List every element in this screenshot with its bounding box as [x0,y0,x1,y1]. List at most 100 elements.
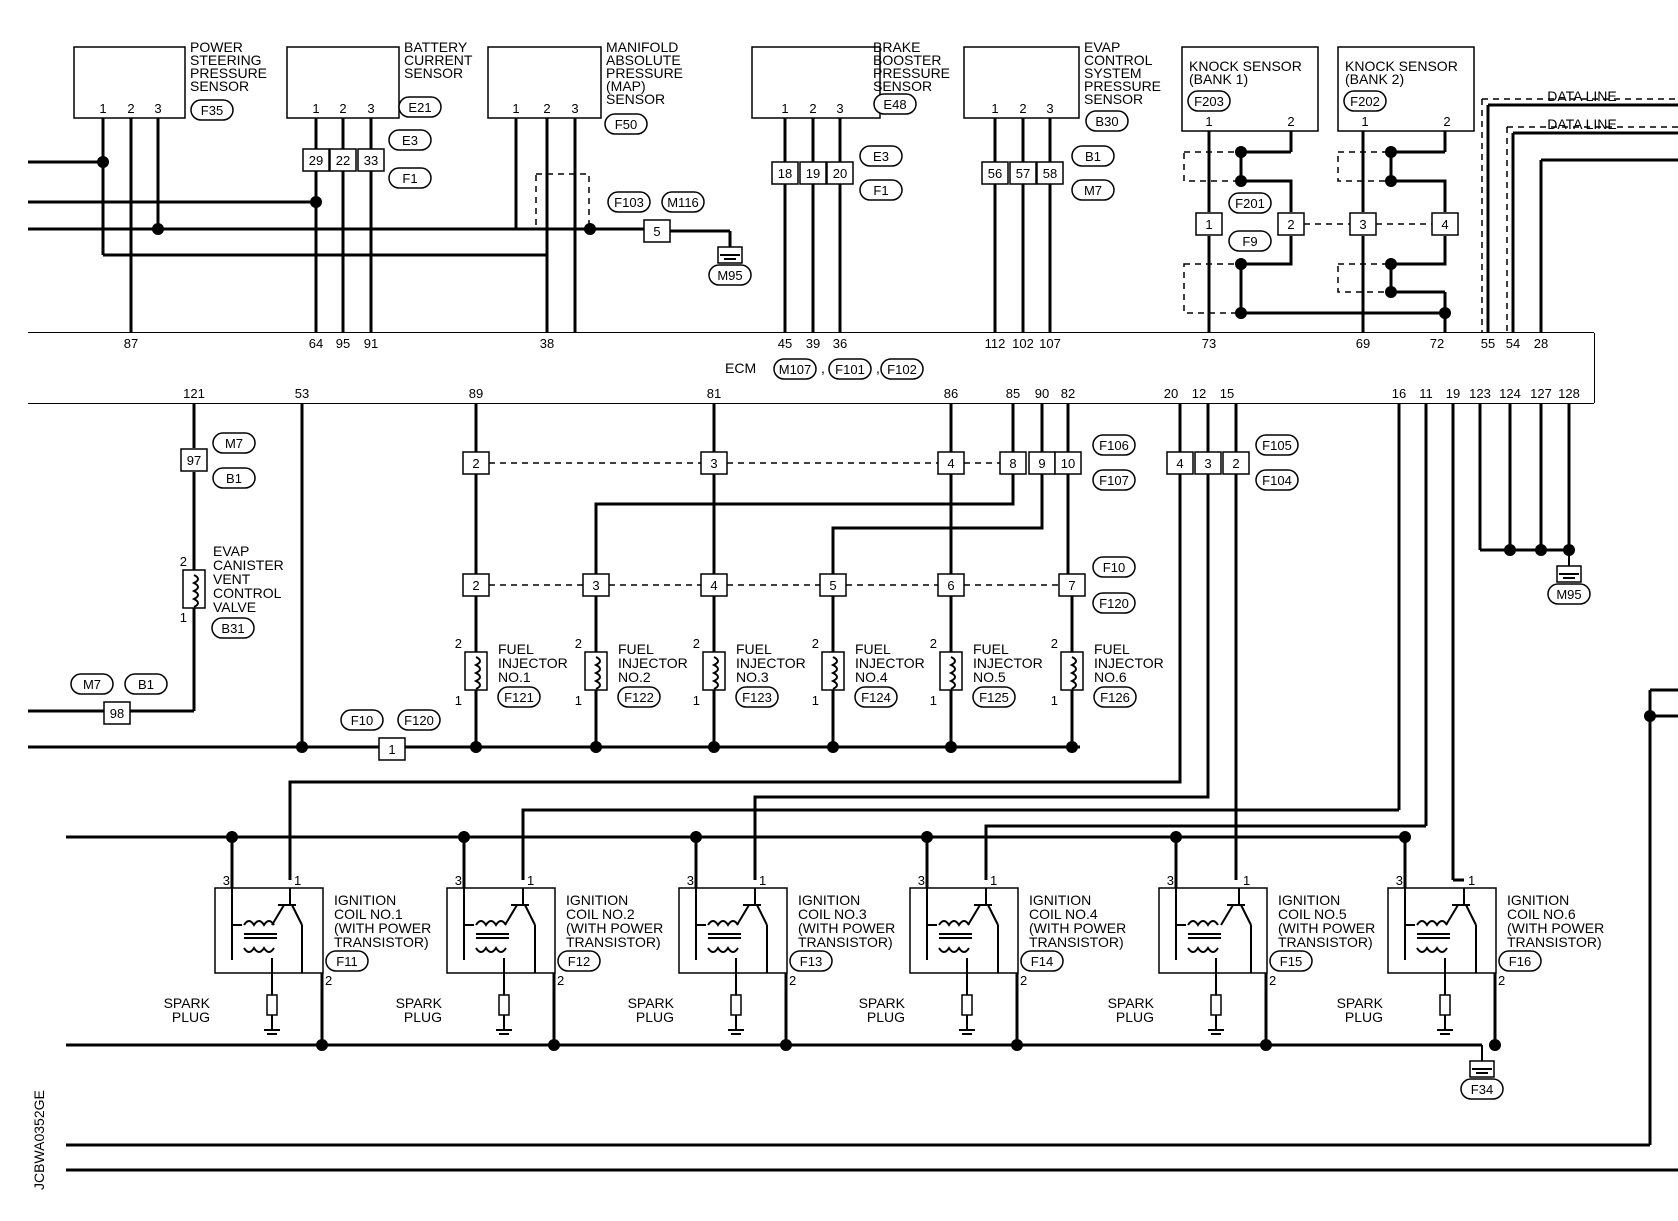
wire [1241,179,1293,212]
ignition-coil-1-connector-label: F11 [336,954,357,969]
sensor-evap-label: CONTROL [1084,52,1153,68]
spark-plug-icon [498,994,510,1016]
evap-valve-label: VENT [213,571,251,587]
ignition-coil-label: COIL NO.2 [566,906,635,922]
junction-j2-pin-label: 20 [833,166,847,181]
ecm-terminal-bottom: 15 [1220,386,1234,401]
splice-dot [584,223,596,235]
ecm-terminal-top: 69 [1356,336,1370,351]
coil-pin: 2 [1269,973,1276,988]
splice-dot [780,1039,792,1051]
fuel-injector-label: FUEL [736,641,772,657]
ignition-coil-6-connector [1498,950,1542,972]
junction-m116-connector-label: F103 [614,195,644,210]
sensor-bc-label: BATTERY [404,39,468,55]
transistor [756,904,768,926]
sensor-ks2-connector [1343,90,1387,112]
junction-ign-pin [1194,451,1222,475]
evap-valve-label: VALVE [213,599,256,615]
injector-pin: 1 [812,693,819,708]
fuel-injector-1-connector-label: F121 [504,690,534,705]
sensor-pin: 2 [1287,114,1294,129]
coil-pin: 1 [759,873,766,888]
wire [1391,179,1447,212]
ecm-terminal-bottom: 127 [1530,386,1552,401]
coil-icon [830,656,838,690]
ignition-coil-label: IGNITION [1507,892,1569,908]
fuel-injector-label: INJECTOR [498,655,568,671]
junction-j3-pin-label: 58 [1043,166,1057,181]
junction-j98-connector [70,673,114,695]
ignition-coil-label: (WITH POWER [334,920,431,936]
ignition-coil-label: COIL NO.6 [1507,906,1576,922]
junction-j98-connector-label: B1 [138,677,154,692]
junction-j3-pin [1009,161,1037,185]
sensor-pin: 3 [367,101,374,116]
ecm-terminal-bottom: 128 [1558,386,1580,401]
splice-dot [1385,258,1397,270]
ecm-terminal-bottom: 12 [1192,386,1206,401]
junction-evap-pin [180,448,208,472]
junction-inj-lower-connector-label: F10 [1103,560,1125,575]
spark-plug-label: SPARK [1108,995,1155,1011]
ignition-coil-label: TRANSISTOR) [798,934,893,950]
ignition-coil-label: COIL NO.5 [1278,906,1347,922]
sensor-ks1-body [1181,46,1319,132]
sensor-ks1-label: KNOCK SENSOR [1189,58,1302,74]
fuel-injector-label: FUEL [498,641,534,657]
ignition-coil-1-connector [325,950,369,972]
junction-ign-pin [1222,451,1250,475]
junction-m116-connector [607,191,651,213]
ignition-coil-label: COIL NO.3 [798,906,867,922]
transistor [1445,904,1459,926]
sensor-pin: 2 [809,101,816,116]
ecm-terminal-top: 95 [336,336,350,351]
sensor-ks2-label: (BANK 2) [1345,71,1404,87]
sensor-bc-label: SENSOR [404,65,463,81]
coil-winding-icon [707,920,739,927]
sensor-bb-label: BRAKE [873,39,920,55]
fuel-injector-label: INJECTOR [618,655,688,671]
coil-winding-icon [1416,920,1448,927]
splice-dot [1439,307,1451,319]
sensor-bb-connector-label: E48 [883,97,906,112]
junction-inj-upper-pin-label: 10 [1061,456,1075,471]
junction-ks-connector-label: F201 [1235,196,1265,211]
sensor-ps-label: POWER [190,39,243,55]
evap-valve-label: CONTROL [213,585,282,601]
junction-ign-connector [1255,434,1299,456]
sensor-map-label: MANIFOLD [606,39,678,55]
coil-winding-icon [938,946,970,953]
ecm-connector-1-label: M107 [779,362,812,377]
junction-inj-upper-pin [1054,451,1082,475]
coil-pin: 3 [223,873,230,888]
ecm-terminal-top: 54 [1506,336,1520,351]
junction-j1-connector [388,167,432,189]
splice-dot [470,741,482,753]
junction-ks-pin [1277,212,1305,236]
fuel-injector-3-body [702,651,726,691]
junction-ign-connector-label: F104 [1262,473,1292,488]
junction-j1b-pin [378,737,406,761]
coil-icon [473,656,481,690]
junction-ign-pin [1166,451,1194,475]
sensor-ps-label: PRESSURE [190,65,267,81]
splice-dot [1489,1039,1501,1051]
junction-j98-pin-label: 98 [110,706,124,721]
ignition-coil-4-connector-label: F14 [1031,954,1053,969]
sensor-bb-label: SENSOR [873,78,932,94]
sensor-pin: 2 [1443,114,1450,129]
sensor-evap-label: EVAP [1084,39,1120,55]
fuel-injector-label: FUEL [1094,641,1130,657]
sensor-bb-body [751,46,881,119]
ecm-connector-1 [773,358,817,380]
transistor [504,904,518,926]
spark-plug-icon [266,994,278,1016]
ignition-coil-2-connector [557,950,601,972]
fuel-injector-5-connector-label: F125 [979,690,1009,705]
splice-dot [590,741,602,753]
coil-pin: 3 [918,873,925,888]
sensor-ps-connector-label: F35 [201,103,223,118]
spark-plug-label: PLUG [172,1009,210,1025]
junction-inj-lower-pin-label: 3 [592,578,599,593]
